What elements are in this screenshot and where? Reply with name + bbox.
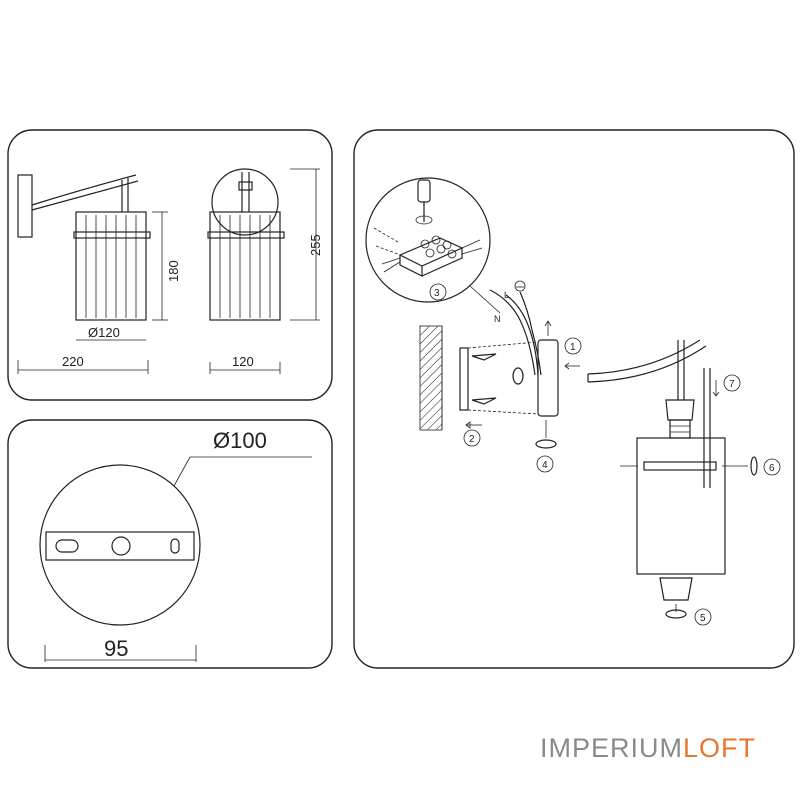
supply-wires: L N: [489, 280, 542, 376]
dim-canopy-diameter: Ø100: [213, 428, 267, 453]
assembly-arrows: [535, 320, 580, 449]
front-view: 180 Ø120 220: [17, 174, 181, 374]
svg-text:3: 3: [434, 288, 440, 299]
terminal-detail: 3: [365, 177, 501, 314]
step-3-badge: [429, 283, 447, 301]
canopy-view: Ø100 95: [39, 428, 312, 662]
svg-text:7: 7: [729, 379, 735, 390]
svg-text:2: 2: [469, 434, 475, 445]
brand-name-part1: IMPERIUM: [540, 733, 683, 763]
dim-front-width: 220: [62, 354, 84, 369]
wire-label-neutral: N: [494, 314, 501, 324]
wire-label-live: L: [504, 290, 509, 300]
svg-text:4: 4: [542, 460, 548, 471]
svg-text:5: 5: [700, 613, 706, 624]
ground-icon: [514, 280, 526, 292]
brand-logo: IMPERIUMLOFT: [540, 733, 756, 764]
svg-text:1: 1: [570, 342, 576, 353]
brand-name-part2: LOFT: [683, 733, 757, 763]
panel-installation: [353, 129, 795, 669]
step-badges: 1 2 4 5 6 7: [463, 337, 781, 626]
dim-bracket-length: 95: [104, 636, 128, 661]
dim-total-height: 255: [308, 234, 323, 256]
mounting-bracket: [459, 339, 559, 429]
lamp-assembly: [587, 339, 758, 619]
side-view: 255 120: [207, 168, 323, 374]
dim-shade-diameter: Ø120: [88, 325, 120, 340]
panel-dimensions: [7, 129, 333, 401]
wall-hatching: [419, 325, 443, 431]
dim-shade-height: 180: [166, 260, 181, 282]
svg-text:6: 6: [769, 463, 775, 474]
panel-canopy: [7, 419, 333, 669]
dim-side-width: 120: [232, 354, 254, 369]
